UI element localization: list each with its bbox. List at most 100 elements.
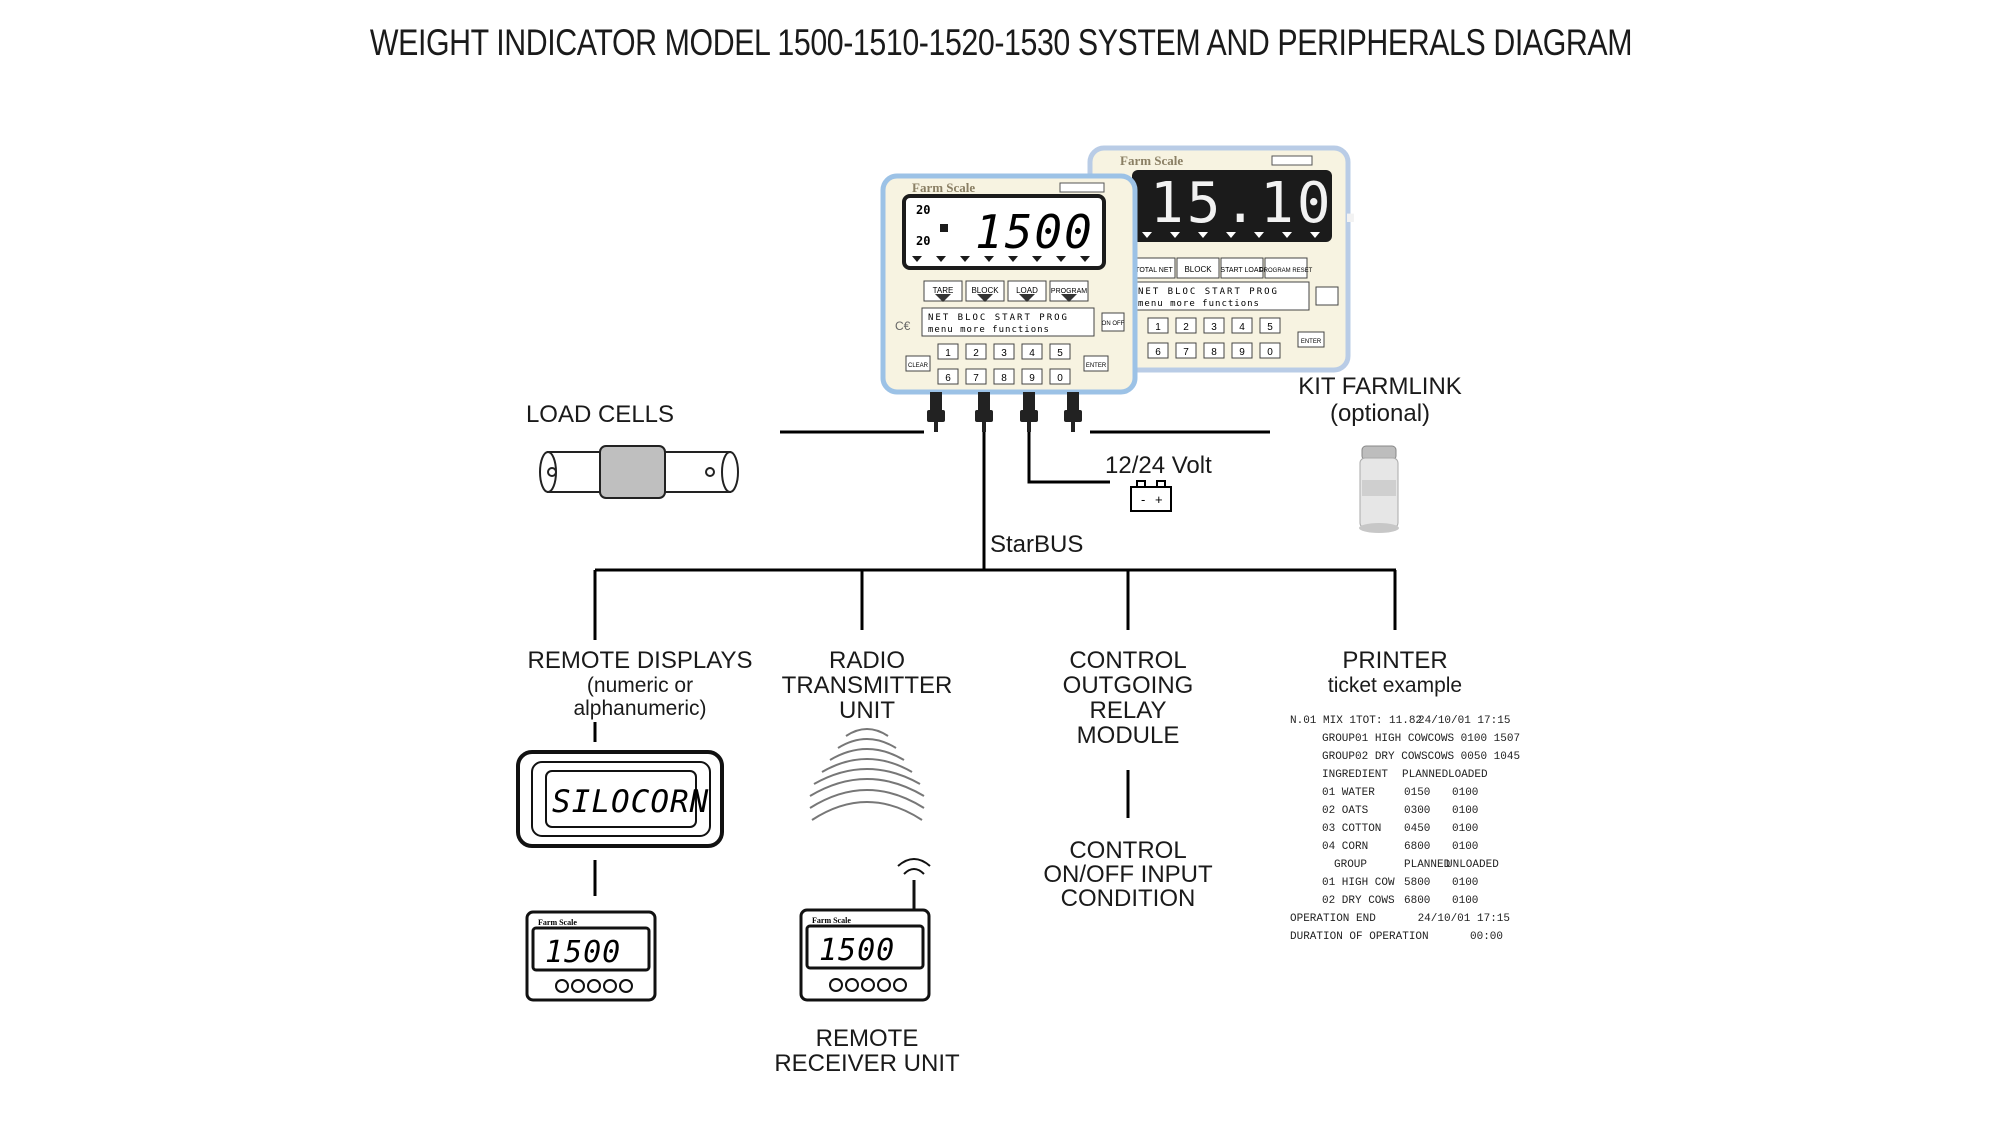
ticket-cell: 0150 bbox=[1404, 787, 1431, 799]
indicator-1500-key: 5 bbox=[1057, 348, 1063, 359]
relay-label-3: RELAY bbox=[1089, 697, 1167, 724]
ticket-cell: GROUP bbox=[1334, 859, 1368, 871]
diagram-title: WEIGHT INDICATOR MODEL 1500-1510-1520-15… bbox=[369, 22, 1633, 63]
remote-display-alphanumeric: SILOCORN bbox=[516, 750, 724, 848]
input-label-1: CONTROL bbox=[1069, 837, 1187, 864]
indicator-1500: Farm Scale 20 20 1500 TARE BLOCK LOAD PR… bbox=[880, 173, 1138, 395]
indicator-1500-button: LOAD bbox=[1016, 286, 1038, 295]
indicator-1510-button: START LOAD bbox=[1220, 267, 1263, 274]
ticket-cell: DURATION OF OPERATION bbox=[1290, 931, 1429, 943]
indicator-1510-button: PROGRAM RESET bbox=[1260, 268, 1313, 274]
indicator-1510-key: 4 bbox=[1239, 322, 1245, 333]
svg-text:-: - bbox=[1141, 492, 1145, 507]
remote-display-numeric: Farm Scale 1500 bbox=[525, 910, 657, 1002]
indicator-1500-button: PROGRAM bbox=[1051, 288, 1087, 295]
ticket-row: DURATION OF OPERATION 00:00 bbox=[1290, 928, 1510, 946]
ticket-cell: 24/10/01 17:15 bbox=[1418, 715, 1511, 727]
indicator-1510-enter: ENTER bbox=[1301, 339, 1322, 345]
ticket-cell: 02 DRY COWS bbox=[1355, 751, 1428, 763]
load-cell-icon bbox=[539, 445, 739, 499]
input-label-2: ON/OFF INPUT bbox=[1043, 861, 1213, 888]
ticket-cell: 6800 bbox=[1404, 841, 1431, 853]
indicator-1500-key: 2 bbox=[973, 348, 979, 359]
ticket-cell: 0100 bbox=[1452, 823, 1479, 835]
farmlink-kit-icon bbox=[1359, 445, 1399, 533]
printer-label: PRINTER bbox=[1342, 647, 1448, 674]
indicator-1500-brand: Farm Scale bbox=[912, 180, 975, 195]
ticket-cell: 6800 bbox=[1404, 895, 1431, 907]
indicator-1510-key: 2 bbox=[1183, 322, 1189, 333]
indicator-1510-key: 8 bbox=[1211, 347, 1217, 358]
indicator-1500-line1: NET BLOC START PROG bbox=[928, 313, 1069, 323]
indicator-1500-key: 8 bbox=[1001, 373, 1007, 384]
indicator-1500-button: BLOCK bbox=[971, 286, 999, 295]
indicator-1500-key: 9 bbox=[1029, 373, 1035, 384]
ticket-cell: GROUP bbox=[1322, 733, 1356, 745]
remote-display-text: SILOCORN bbox=[552, 784, 709, 820]
ticket-cell: 01 HIGH COW bbox=[1322, 877, 1395, 889]
receiver-brand: Farm Scale bbox=[812, 916, 851, 925]
ticket-cell: OPERATION END bbox=[1290, 913, 1376, 925]
ticket-cell: 0100 bbox=[1452, 895, 1479, 907]
kit-farmlink-label: KIT FARMLINK bbox=[1298, 373, 1462, 400]
relay-label-2: OUTGOING bbox=[1062, 672, 1194, 699]
relay-label-4: MODULE bbox=[1076, 722, 1180, 749]
ticket-cell: INGREDIENT bbox=[1322, 769, 1389, 781]
indicator-1500-side-digit: 20 bbox=[916, 203, 930, 217]
wiring bbox=[593, 430, 1397, 896]
indicator-1510-key: 6 bbox=[1155, 347, 1161, 358]
volt-label: 12/24 Volt bbox=[1105, 452, 1212, 479]
indicator-1500-onoff: ON OFF bbox=[1102, 321, 1125, 327]
ticket-cell: 24/10/01 17:15 bbox=[1417, 913, 1510, 925]
indicator-1510-key: 5 bbox=[1267, 322, 1273, 333]
indicator-1510-brand: Farm Scale bbox=[1120, 153, 1183, 168]
receiver-label-2: RECEIVER UNIT bbox=[774, 1050, 960, 1077]
indicator-1500-key: 1 bbox=[945, 348, 951, 359]
ce-mark: C€ bbox=[895, 319, 911, 333]
ticket-cell: GROUP bbox=[1322, 751, 1356, 763]
ticket-cell: 00:00 bbox=[1470, 931, 1504, 943]
starbus-label: StarBUS bbox=[990, 531, 1084, 558]
indicator-1510-button: BLOCK bbox=[1184, 265, 1212, 274]
indicator-1500-button: TARE bbox=[933, 286, 954, 295]
ticket-cell: 02 DRY COWS bbox=[1322, 895, 1395, 907]
indicator-1510: Farm Scale 15.10. TOTAL NET BLOCK START … bbox=[1087, 145, 1367, 373]
indicator-1510-keypad: 1 2 3 4 5 6 7 8 9 0 ENTER bbox=[1147, 317, 1325, 359]
indicator-1510-key: 7 bbox=[1183, 347, 1189, 358]
remote-receiver-unit: Farm Scale 1500 bbox=[799, 858, 931, 1002]
radio-label-2: TRANSMITTER bbox=[781, 672, 953, 699]
ticket-row: OPERATION END 24/10/01 17:15 bbox=[1290, 910, 1510, 928]
indicator-1500-keypad: 1 2 3 4 5 6 7 8 9 0 CLEAR ENTER bbox=[905, 343, 1109, 385]
radio-label-3: UNIT bbox=[839, 697, 895, 724]
input-label-3: CONDITION bbox=[1060, 885, 1196, 912]
connector-plugs bbox=[927, 392, 1082, 432]
indicator-1510-key: 1 bbox=[1155, 322, 1161, 333]
ticket-cell: COWS 0100 1507 bbox=[1427, 733, 1521, 745]
indicator-1510-key: 9 bbox=[1239, 347, 1245, 358]
ticket-cell: 5800 bbox=[1404, 877, 1431, 889]
ticket-cell: 01 WATER bbox=[1322, 787, 1375, 799]
indicator-1500-clear: CLEAR bbox=[908, 363, 929, 369]
indicator-1510-key: 3 bbox=[1211, 322, 1217, 333]
ticket-row: 02 DRY COWS 6800 0100 bbox=[1290, 892, 1510, 910]
kit-optional-label: (optional) bbox=[1329, 400, 1431, 427]
remote-numeric-brand: Farm Scale bbox=[538, 918, 577, 927]
ticket-cell: 0450 bbox=[1404, 823, 1431, 835]
indicator-1500-reading: 1500 bbox=[975, 205, 1094, 259]
ticket-cell: 0100 bbox=[1452, 787, 1479, 799]
relay-label-1: CONTROL bbox=[1069, 647, 1187, 674]
indicator-1510-button: TOTAL NET bbox=[1135, 267, 1173, 274]
indicator-1500-enter: ENTER bbox=[1086, 363, 1107, 369]
indicator-1500-key: 0 bbox=[1057, 373, 1063, 384]
indicator-1500-function-buttons: TARE BLOCK LOAD PROGRAM bbox=[923, 280, 1089, 302]
ticket-row: 01 WATER 0150 0100 bbox=[1290, 784, 1510, 802]
ticket-cell: UNLOADED bbox=[1446, 859, 1499, 871]
